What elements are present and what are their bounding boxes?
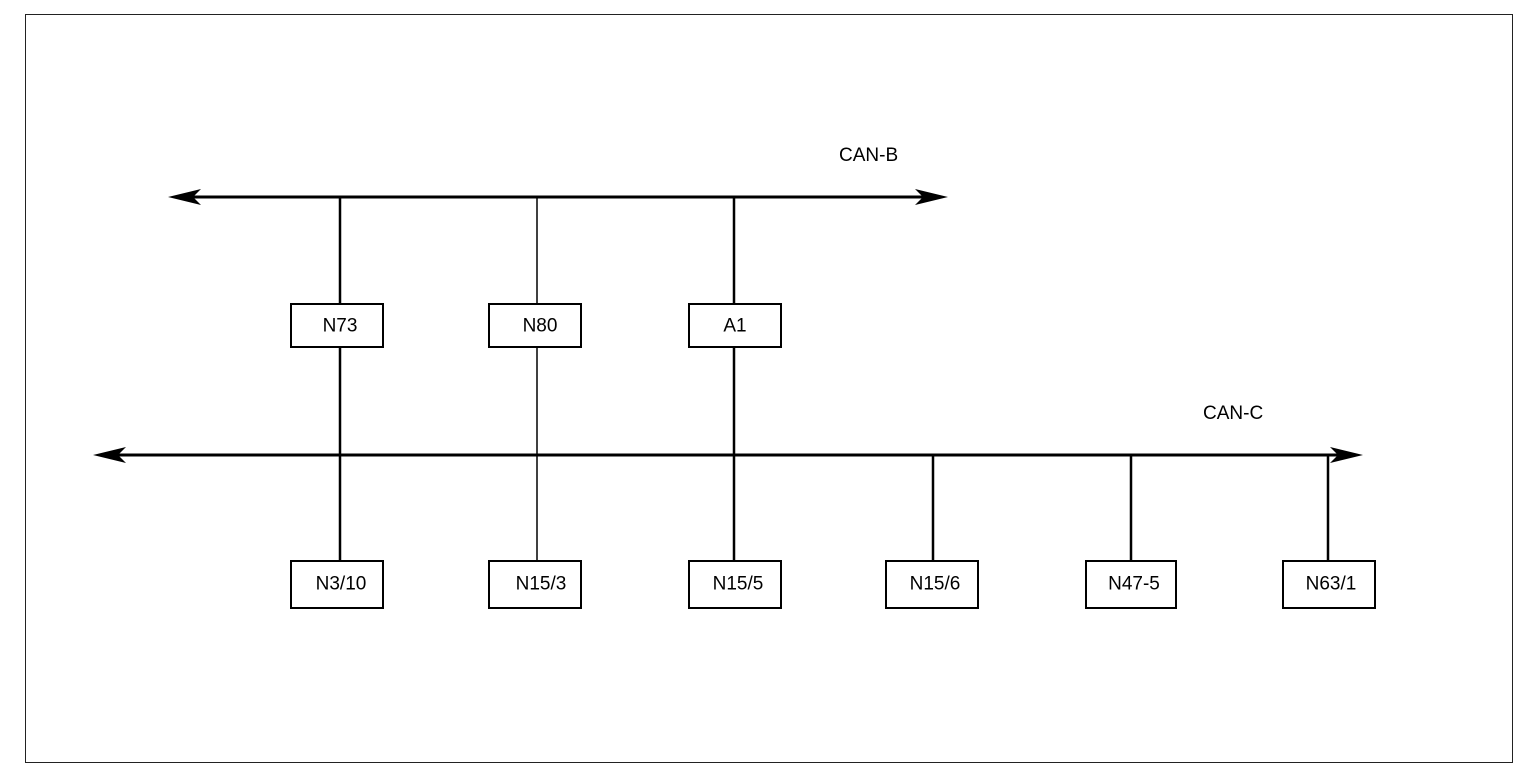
node-label: A1 (723, 316, 746, 337)
node-label: N80 (523, 316, 558, 337)
node-box (1085, 560, 1177, 609)
node-label: N47-5 (1108, 574, 1160, 595)
node-box (488, 560, 582, 609)
can-c-label: CAN-C (1203, 403, 1263, 424)
can-b-bus: CAN-B (168, 145, 948, 205)
node-box (290, 303, 384, 348)
can-c-right-arrowhead (1330, 447, 1363, 463)
node-n80: N80 (488, 303, 582, 348)
node-n73: N73 (290, 303, 384, 348)
can-c-bus: CAN-C (93, 403, 1363, 463)
connection-lines (338, 197, 1330, 561)
node-label: N15/5 (713, 574, 764, 595)
can-b-right-arrowhead (915, 189, 948, 205)
node-n63-1: N63/1 (1282, 560, 1376, 609)
node-label: N73 (323, 316, 358, 337)
node-n15-6: N15/6 (885, 560, 979, 609)
node-n15-5: N15/5 (688, 560, 782, 609)
node-box (488, 303, 582, 348)
node-box (688, 303, 782, 348)
node-box (1282, 560, 1376, 609)
node-n47-5: N47-5 (1085, 560, 1177, 609)
node-a1: A1 (688, 303, 782, 348)
node-label: N15/3 (516, 574, 567, 595)
node-label: N63/1 (1306, 574, 1357, 595)
node-n15-3: N15/3 (488, 560, 582, 609)
node-n3-10: N3/10 (290, 560, 384, 609)
can-b-left-arrowhead (168, 189, 201, 205)
can-b-label: CAN-B (839, 145, 898, 166)
can-c-left-arrowhead (93, 447, 126, 463)
node-label: N15/6 (910, 574, 961, 595)
node-box (688, 560, 782, 609)
node-label: N3/10 (316, 574, 367, 595)
node-box (290, 560, 384, 609)
diagram-frame (25, 14, 1513, 763)
node-box (885, 560, 979, 609)
